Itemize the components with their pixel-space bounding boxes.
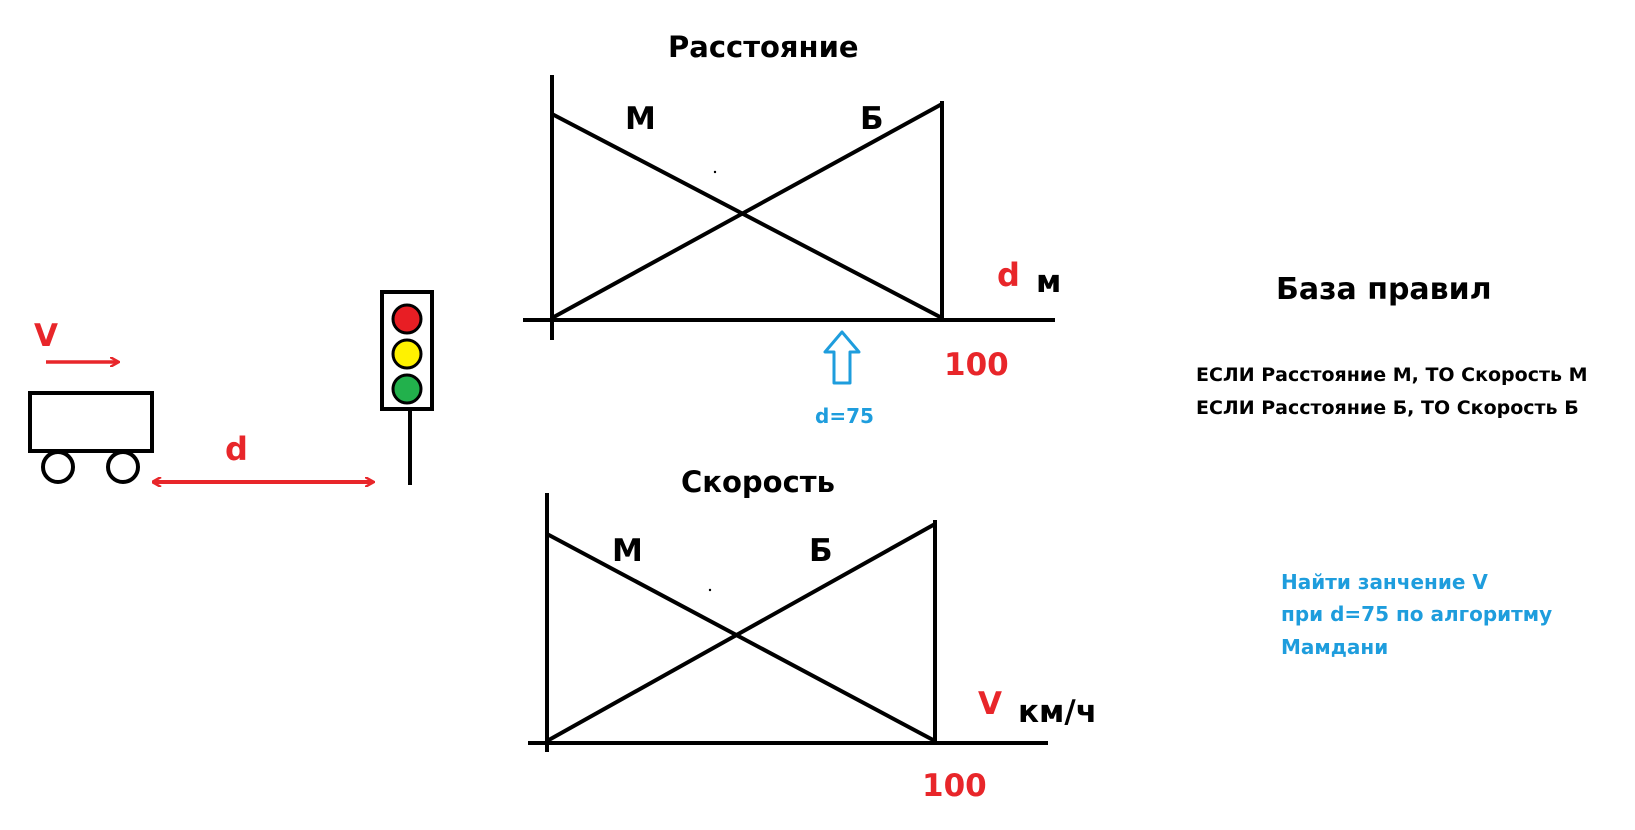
speed-var-label: V (978, 686, 1002, 722)
distance-max-tick: 100 (944, 347, 1009, 383)
distance-term-large-line (551, 102, 943, 320)
cart-body (28, 391, 154, 453)
distance-label: d (225, 430, 248, 468)
cart-wheel-left (41, 450, 75, 484)
traffic-light (380, 290, 434, 485)
cart-wheel-right (106, 450, 140, 484)
speed-chart (528, 493, 1048, 752)
task-line-2: при d=75 по алгоритму (1281, 602, 1553, 626)
task-line-3: Мамдани (1281, 635, 1389, 659)
cart (28, 391, 154, 484)
rule-line-2: ЕСЛИ Расстояние Б, ТО Скорость Б (1196, 397, 1579, 419)
traffic-light-green-lamp (391, 373, 423, 405)
speed-label: V (34, 318, 58, 354)
distance-term-large-label: Б (860, 101, 884, 137)
distance-term-small-line (551, 112, 943, 320)
distance-unit-label: м (1036, 264, 1062, 300)
distance-chart-title: Расстояние (668, 30, 859, 64)
speed-term-large-line (546, 522, 936, 743)
rules-title: База правил (1276, 272, 1492, 307)
distance-term-small-label: М (625, 101, 656, 137)
distance-chart (523, 75, 1055, 385)
traffic-light-red-lamp (391, 303, 423, 335)
speed-max-tick: 100 (922, 768, 987, 804)
traffic-light-yellow-lamp (391, 338, 423, 370)
speed-term-small-line (546, 532, 936, 743)
speed-unit-label: км/ч (1018, 694, 1097, 730)
speed-chart-title: Скорость (681, 465, 835, 499)
speed-term-small-label: М (612, 533, 643, 569)
distance-var-label: d (997, 256, 1020, 294)
task-line-1: Найти занчение V (1281, 570, 1488, 594)
input-up-arrow (823, 330, 861, 385)
rule-line-1: ЕСЛИ Расстояние М, ТО Скорость М (1196, 364, 1588, 386)
distance-dot (713, 170, 717, 174)
speed-term-large-label: Б (809, 533, 833, 569)
input-value-label: d=75 (815, 404, 874, 428)
speed-dot (708, 588, 712, 592)
